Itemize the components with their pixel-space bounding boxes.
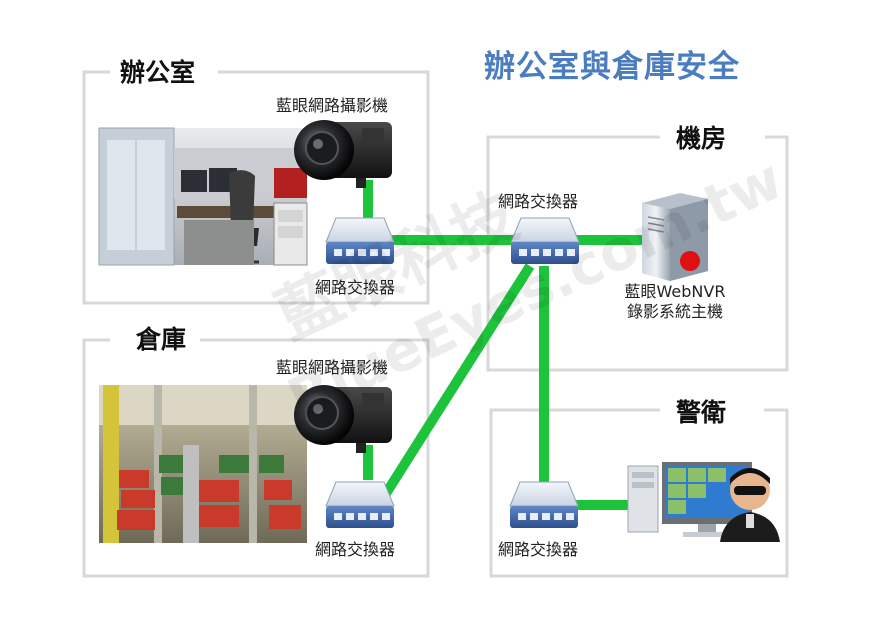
nvr-server-icon bbox=[642, 193, 708, 281]
server-room-frame bbox=[486, 135, 789, 372]
label-camera-office: 藍眼網路攝影機 bbox=[276, 96, 389, 115]
office-photo bbox=[98, 127, 308, 266]
label-nvr-line2: 錄影系統主機 bbox=[626, 302, 723, 321]
zone-label-server-room: 機房 bbox=[668, 124, 735, 154]
zone-label-office: 辦公室 bbox=[112, 58, 204, 88]
switch-office-icon bbox=[325, 217, 395, 264]
office-frame bbox=[82, 70, 430, 305]
switch-security-icon bbox=[509, 481, 579, 528]
security-frame bbox=[489, 408, 789, 578]
zone-frames bbox=[82, 70, 789, 578]
network-links bbox=[363, 180, 645, 510]
label-switch-core: 網路交換器 bbox=[498, 192, 579, 211]
camera-warehouse-icon bbox=[294, 385, 392, 453]
label-switch-warehouse: 網路交換器 bbox=[315, 540, 396, 559]
zone-label-security: 警衛 bbox=[668, 398, 735, 428]
zone-label-warehouse: 倉庫 bbox=[128, 325, 195, 355]
label-switch-office: 網路交換器 bbox=[315, 278, 396, 297]
switch-core-icon bbox=[510, 217, 580, 264]
camera-office-icon bbox=[294, 120, 392, 188]
label-nvr: 藍眼WebNVR 錄影系統主機 bbox=[605, 282, 745, 322]
link-core-switch3 bbox=[380, 263, 535, 498]
warehouse-photo bbox=[99, 385, 307, 543]
nvr-status-led bbox=[680, 251, 700, 271]
warehouse-frame bbox=[82, 338, 430, 578]
label-camera-warehouse: 藍眼網路攝影機 bbox=[276, 358, 389, 377]
switch-warehouse-icon bbox=[325, 481, 395, 528]
security-guard-icon bbox=[720, 468, 780, 542]
label-switch-security: 網路交換器 bbox=[498, 540, 579, 559]
diagram-title: 辦公室與倉庫安全 bbox=[484, 49, 740, 85]
label-nvr-line1: 藍眼WebNVR bbox=[624, 282, 726, 301]
